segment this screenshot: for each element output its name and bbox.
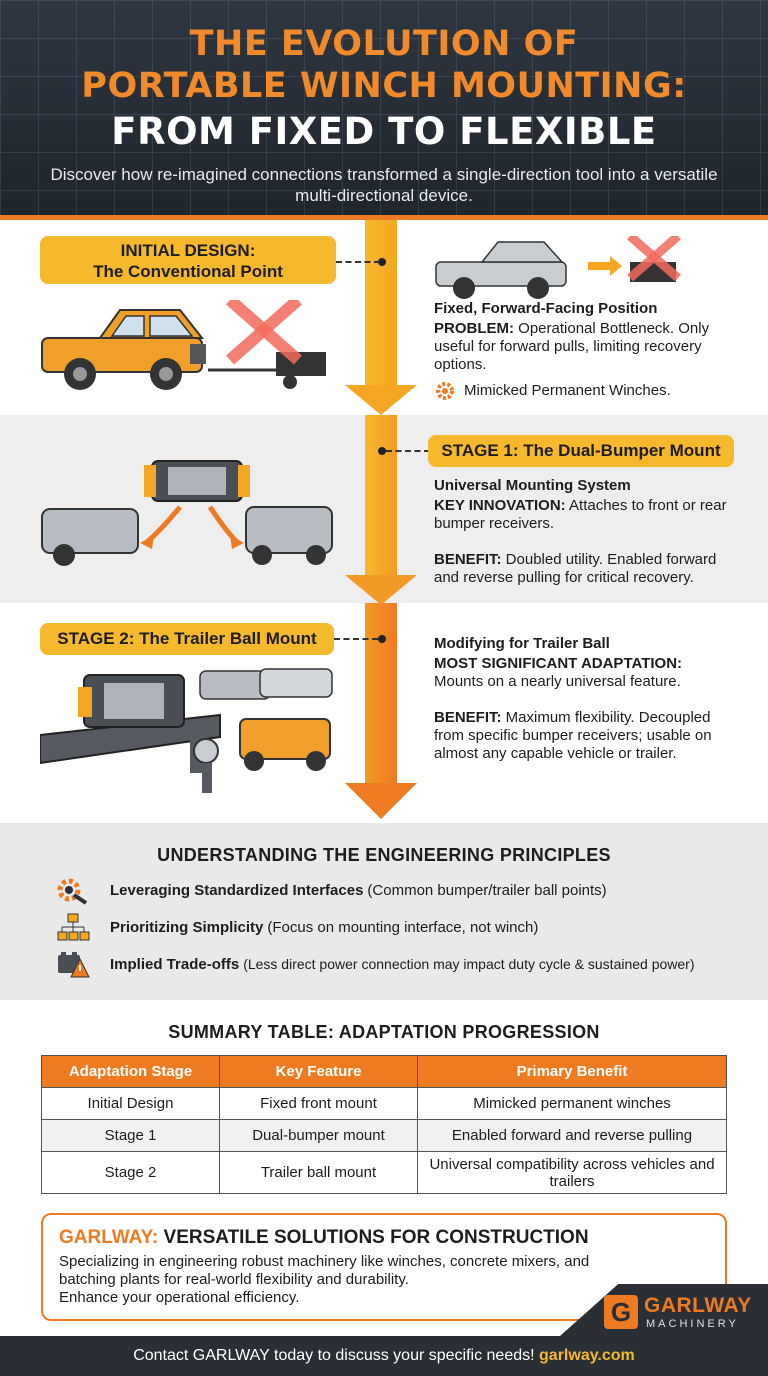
timeline-dot: [378, 447, 386, 455]
title-line-2: PORTABLE WINCH MOUNTING:: [81, 66, 687, 106]
innovation-text: Attaches to front or rear bumper receive…: [434, 497, 727, 532]
connector-line: [334, 638, 378, 640]
stage-label-2: STAGE 2: The Trailer Ball Mount: [40, 623, 334, 655]
header-divider: [0, 215, 768, 220]
timeline-dot: [378, 258, 386, 266]
table-cell: Universal compatibility across vehicles …: [417, 1151, 727, 1194]
stage-label-line-1: INITIAL DESIGN:: [120, 241, 256, 260]
gear-wrench-icon: [56, 875, 90, 905]
battery-warning-icon: [56, 949, 90, 979]
adaptation-label: MOST SIGNIFICANT ADAPTATION:: [434, 655, 683, 672]
flowchart-icon: [56, 912, 90, 942]
table-row: Stage 2 Trailer ball mount Universal com…: [41, 1151, 727, 1194]
logo-name: GARLWAY: [644, 1294, 752, 1317]
stage-heading: Universal Mounting System: [434, 477, 631, 494]
table-header: Adaptation Stage: [41, 1055, 220, 1088]
table-cell: Stage 2: [41, 1151, 220, 1194]
gear-icon: [434, 380, 456, 402]
innovation-label: KEY INNOVATION:: [434, 497, 566, 514]
title-line-1: THE EVOLUTION OF: [189, 24, 579, 64]
engineering-principles: UNDERSTANDING THE ENGINEERING PRINCIPLES…: [0, 823, 768, 1000]
stage-label-line-2: The Conventional Point: [93, 262, 283, 281]
garlway-logo-icon: G: [604, 1295, 638, 1329]
section-initial-design: INITIAL DESIGN: The Conventional Point F…: [0, 220, 768, 415]
table-cell: Mimicked permanent winches: [417, 1087, 727, 1120]
small-truck-illustration: [435, 236, 681, 299]
brand-name: GARLWAY:: [59, 1227, 159, 1248]
problem-label: PROBLEM:: [434, 320, 514, 337]
table-cell: Trailer ball mount: [219, 1151, 418, 1194]
table-row: Stage 1 Dual-bumper mount Enabled forwar…: [41, 1119, 727, 1152]
note-text: Mimicked Permanent Winches.: [464, 382, 671, 399]
benefit-label: BENEFIT:: [434, 551, 502, 568]
table-cell: Dual-bumper mount: [219, 1119, 418, 1152]
footer-text: Contact GARLWAY today to discuss your sp…: [133, 1347, 535, 1364]
table-header-row: Adaptation Stage Key Feature Primary Ben…: [41, 1055, 727, 1088]
connector-line: [386, 450, 430, 452]
benefit-label: BENEFIT:: [434, 709, 502, 726]
stage-label-initial: INITIAL DESIGN: The Conventional Point: [40, 236, 336, 284]
principle-text: (Common bumper/trailer ball points): [367, 881, 607, 899]
principle-row: Prioritizing Simplicity (Focus on mounti…: [56, 912, 538, 942]
logo-subtitle: MACHINERY: [646, 1318, 739, 1330]
footer-bar: Contact GARLWAY today to discuss your sp…: [0, 1336, 768, 1376]
table-row: Initial Design Fixed front mount Mimicke…: [41, 1087, 727, 1120]
table-cell: Initial Design: [41, 1087, 220, 1120]
promo-title: GARLWAY: VERSATILE SOLUTIONS FOR CONSTRU…: [59, 1227, 589, 1249]
timeline-arrow-shaft: [365, 603, 397, 785]
principle-text: (Focus on mounting interface, not winch): [267, 918, 539, 936]
timeline-dot: [378, 635, 386, 643]
timeline-arrow-head: [345, 575, 417, 605]
promo-body: Specializing in engineering robust machi…: [59, 1253, 619, 1307]
timeline-arrow-head: [345, 783, 417, 819]
subtitle: Discover how re-imagined connections tra…: [50, 165, 718, 205]
principle-row: Implied Trade-offs (Less direct power co…: [56, 949, 695, 979]
principle-text: (Less direct power connection may impact…: [243, 956, 695, 972]
principle-title: Prioritizing Simplicity: [110, 918, 264, 936]
promo-headline: VERSATILE SOLUTIONS FOR CONSTRUCTION: [163, 1227, 589, 1248]
promo-description: Specializing in engineering robust machi…: [59, 1253, 590, 1288]
section-stage-1: STAGE 1: The Dual-Bumper Mount Universal…: [0, 415, 768, 605]
principle-title: Implied Trade-offs: [110, 955, 240, 973]
adaptation-text: Mounts on a nearly universal feature.: [434, 673, 681, 690]
summary-title: SUMMARY TABLE: ADAPTATION PROGRESSION: [168, 1022, 600, 1042]
stage-label-1: STAGE 1: The Dual-Bumper Mount: [428, 435, 734, 467]
stage-1-details: Universal Mounting System KEY INNOVATION…: [434, 477, 734, 587]
benefit-text: Maximum flexibility. Decoupled from spec…: [434, 709, 712, 762]
table-cell: Fixed front mount: [219, 1087, 418, 1120]
pickup-truck-illustration: [41, 300, 326, 390]
problem-text: Operational Bottleneck. Only useful for …: [434, 320, 710, 373]
stage-heading: Fixed, Forward-Facing Position: [434, 300, 658, 317]
initial-design-details: Fixed, Forward-Facing Position PROBLEM: …: [434, 300, 734, 402]
table-cell: Enabled forward and reverse pulling: [417, 1119, 727, 1152]
section-stage-2: STAGE 2: The Trailer Ball Mount Modifyin…: [0, 603, 768, 823]
table-cell: Stage 1: [41, 1119, 220, 1152]
trailer-ball-illustration: [40, 668, 333, 793]
header-banner: THE EVOLUTION OF PORTABLE WINCH MOUNTING…: [0, 0, 768, 218]
dual-bumper-illustration: [41, 460, 333, 566]
principle-title: Leveraging Standardized Interfaces: [110, 881, 364, 899]
timeline-arrow-head: [345, 385, 417, 415]
website-link[interactable]: garlway.com: [539, 1347, 635, 1364]
engineering-title: UNDERSTANDING THE ENGINEERING PRINCIPLES: [157, 845, 611, 865]
title-line-3: FROM FIXED TO FLEXIBLE: [111, 110, 657, 153]
principle-row: Leveraging Standardized Interfaces (Comm…: [56, 875, 607, 905]
stage-2-details: Modifying for Trailer Ball MOST SIGNIFIC…: [434, 635, 734, 763]
table-header: Key Feature: [219, 1055, 418, 1088]
summary-table: Adaptation Stage Key Feature Primary Ben…: [41, 1055, 727, 1194]
timeline-arrow-shaft: [365, 220, 397, 390]
promo-cta: Enhance your operational efficiency.: [59, 1289, 300, 1306]
timeline-arrow-shaft: [365, 415, 397, 579]
benefit-text: Doubled utility. Enabled forward and rev…: [434, 551, 717, 586]
stage-heading: Modifying for Trailer Ball: [434, 635, 610, 652]
table-header: Primary Benefit: [417, 1055, 727, 1088]
connector-line: [336, 261, 380, 263]
blueprint-grid: [0, 0, 768, 218]
